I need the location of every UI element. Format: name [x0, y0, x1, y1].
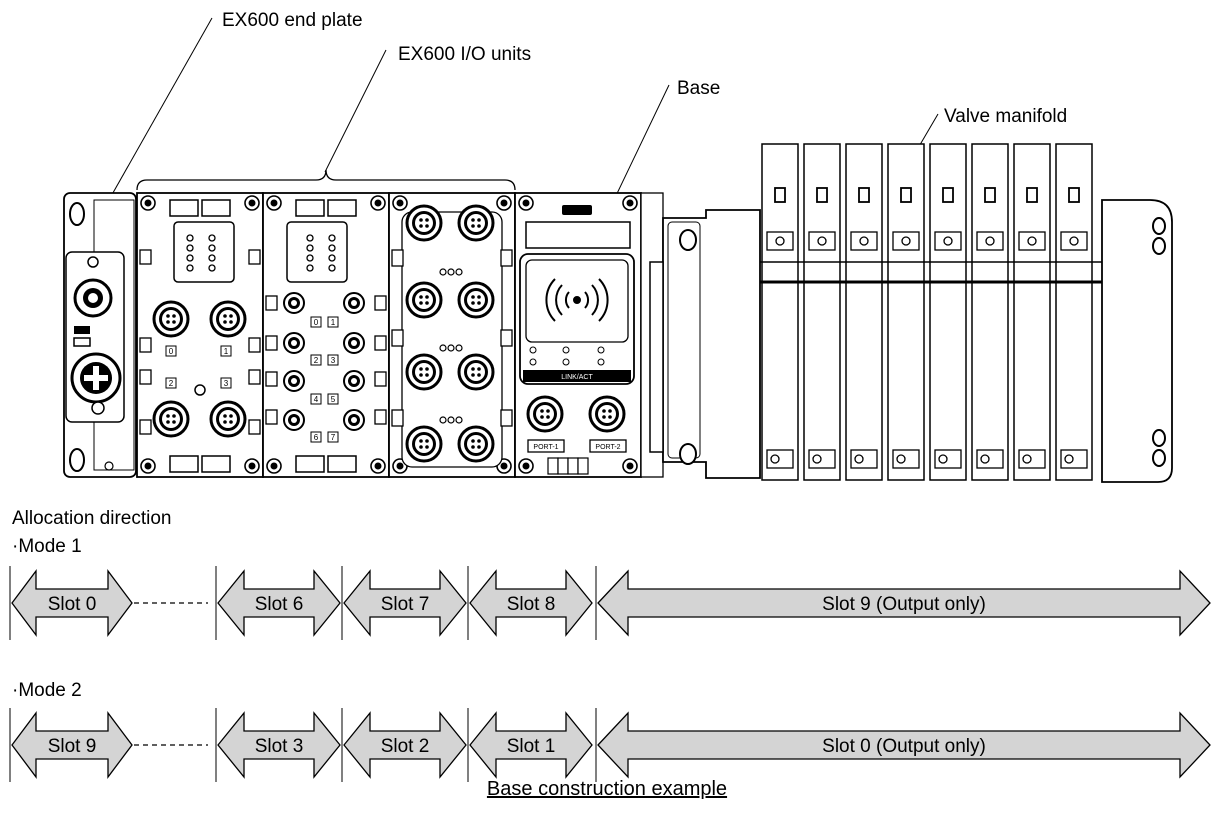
port-1-label: PORT-1: [533, 444, 558, 451]
end-plate: [63, 192, 137, 478]
valve-6: [971, 143, 1009, 481]
callout-base: Base: [611, 78, 720, 205]
svg-text:6: 6: [314, 433, 319, 442]
svg-text:3: 3: [224, 379, 229, 388]
port-2-label: PORT-2: [595, 444, 620, 451]
callout-end-plate: EX600 end plate: [100, 10, 363, 215]
svg-text:0: 0: [314, 318, 319, 327]
callout-io-units: EX600 I/O units: [136, 44, 531, 191]
link-act-label: LINK/ACT: [561, 374, 593, 381]
figure-caption: Base construction example: [486, 778, 728, 800]
mode-2-row: Slot 9 Slot 3 Slot 2 Slot 1 Slot 0 (Outp…: [9, 708, 1211, 782]
valve-7: [1013, 143, 1051, 481]
mode-1-slot-b: Slot 6: [255, 594, 304, 615]
mode-1-slot-a: Slot 0: [48, 594, 97, 615]
svg-text:1: 1: [224, 347, 229, 356]
valve-5: [929, 143, 967, 481]
valve-1: [761, 143, 799, 481]
end-plate-label: EX600 end plate: [222, 10, 363, 31]
base-label: Base: [677, 78, 720, 99]
mode-1-slot-c: Slot 7: [381, 594, 430, 615]
io-unit-3: [388, 192, 516, 478]
io-units-label: EX600 I/O units: [398, 44, 531, 65]
svg-text:2: 2: [169, 379, 174, 388]
allocation-heading: Allocation direction: [12, 508, 171, 529]
mode-1-slot-d: Slot 8: [507, 594, 556, 615]
mode-2-slot-d: Slot 1: [507, 736, 556, 757]
mode-1-row: Slot 0 Slot 6 Slot 7 Slot 8 Slot 9 (Outp…: [9, 566, 1211, 640]
valve-manifold-label: Valve manifold: [944, 106, 1067, 127]
mode-1-slot-e: Slot 9 (Output only): [822, 594, 986, 615]
mode-1-label: ·Mode 1: [12, 536, 82, 557]
base-unit: LINK/ACT PORT-1 PORT-2: [514, 192, 664, 478]
valve-4: [887, 143, 925, 481]
mode-2-slot-e: Slot 0 (Output only): [822, 736, 986, 757]
mode-2-slot-c: Slot 2: [381, 736, 430, 757]
svg-text:4: 4: [314, 395, 319, 404]
svg-text:0: 0: [169, 347, 174, 356]
mode-2-label: ·Mode 2: [12, 680, 82, 701]
svg-text:7: 7: [331, 433, 336, 442]
io-unit-1: 0 1 2 3: [136, 192, 264, 478]
svg-text:3: 3: [331, 356, 336, 365]
valve-stack: [760, 143, 1102, 481]
svg-text:1: 1: [331, 318, 336, 327]
mode-2-slot-a: Slot 9: [48, 736, 97, 757]
svg-text:5: 5: [331, 395, 336, 404]
mode-2-slot-b: Slot 3: [255, 736, 304, 757]
valve-2: [803, 143, 841, 481]
io-unit-2: 0 1 2 3 4 5 6 7: [262, 192, 390, 478]
svg-text:2: 2: [314, 356, 319, 365]
valve-3: [845, 143, 883, 481]
valve-8: [1055, 143, 1093, 481]
manifold-body: [649, 199, 1173, 483]
